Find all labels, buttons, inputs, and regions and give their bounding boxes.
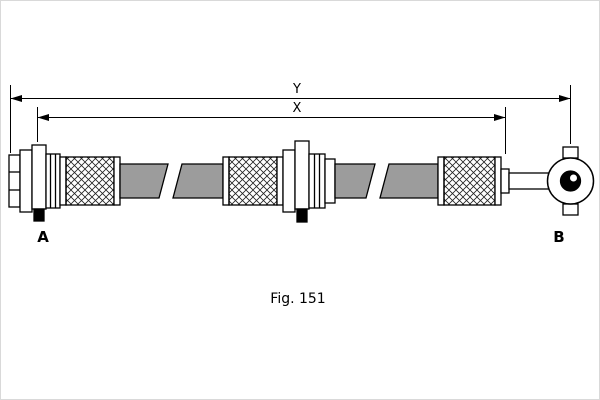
- hose-segment-1: [119, 163, 169, 199]
- crimp3-cap-right: [494, 156, 502, 206]
- middle-bracket-fitting: [282, 140, 336, 223]
- crimp1-body: [65, 156, 115, 206]
- dim-x-label: X: [293, 101, 302, 116]
- hose-segment-3: [334, 163, 376, 199]
- end-label-a: A: [37, 228, 49, 246]
- crimp3-body: [443, 156, 496, 206]
- dimension-x: X: [37, 101, 506, 154]
- dim-x-arrow-right-icon: [494, 114, 506, 121]
- middle-bracket-flange: [294, 140, 310, 210]
- banjo-eye-inner: [559, 170, 582, 192]
- fitting-a-end-cap: [8, 154, 21, 208]
- middle-hex-nut: [308, 153, 326, 209]
- banjo-fitting: [546, 146, 595, 216]
- dim-y-arrow-left-icon: [10, 95, 22, 102]
- end-label-b: B: [553, 228, 564, 246]
- crimp2-cap-right: [276, 156, 284, 206]
- banjo-eye-highlight: [570, 174, 577, 182]
- figure-caption: Fig. 151: [270, 291, 325, 307]
- banjo-boss-top: [562, 146, 579, 159]
- middle-mount-tab: [296, 208, 308, 223]
- tube-ferrule: [500, 168, 510, 194]
- fitting-a-bracket-flange: [31, 144, 47, 210]
- hose-assembly: [8, 140, 595, 223]
- fitting-a-mount-tab: [33, 208, 45, 222]
- fitting-a-sleeve: [19, 149, 33, 213]
- hose-segment-2: [172, 163, 224, 199]
- crimp3-cap-left: [437, 156, 445, 206]
- end-tube: [500, 168, 550, 194]
- dim-x-arrow-left-icon: [37, 114, 49, 121]
- crimp-collar-1: [59, 156, 121, 206]
- hose-segment-4: [379, 163, 439, 199]
- tube-body: [508, 172, 550, 190]
- middle-step-collar: [324, 158, 336, 204]
- fitting-a-hex-nut: [45, 153, 61, 209]
- dim-y-label: Y: [292, 82, 301, 97]
- dimension-y: Y: [10, 82, 571, 153]
- crimp2-body: [228, 156, 278, 206]
- crimp-collar-3: [437, 156, 502, 206]
- crimp-collar-2: [222, 156, 284, 206]
- end-fitting-a: [8, 144, 61, 222]
- crimp2-cap-left: [222, 156, 230, 206]
- crimp1-cap-right: [113, 156, 121, 206]
- dim-y-arrow-right-icon: [559, 95, 571, 102]
- middle-sleeve: [282, 149, 296, 213]
- crimp1-cap-left: [59, 156, 67, 206]
- banjo-boss-bottom: [562, 203, 579, 216]
